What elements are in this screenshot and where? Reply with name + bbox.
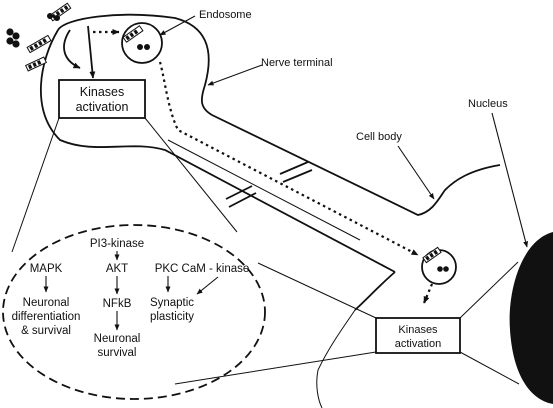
receptor-icon xyxy=(48,2,72,22)
receptor-icon xyxy=(26,34,52,54)
pi3-kinase-label: PI3-kinase xyxy=(90,238,144,250)
dotted-to-kinase-bottom-arrow xyxy=(422,283,434,304)
nucleus-shape xyxy=(509,232,553,404)
pkc-cam-kinase-label: PKC CaM - kinase xyxy=(155,263,250,275)
kinases-activation-label: activation xyxy=(395,338,441,350)
kinases-activation-box-bottom: Kinases activation xyxy=(375,317,461,354)
zoom-line xyxy=(174,351,377,385)
endosome-pointer-arrow xyxy=(159,15,196,36)
kinases-activation-label: activation xyxy=(76,100,129,114)
cell-body-label: Cell body xyxy=(356,131,402,143)
zoom-line xyxy=(459,351,520,385)
receptor-to-kinase-arrow xyxy=(87,25,96,79)
endosome-top xyxy=(121,22,163,64)
receptor-icon xyxy=(25,56,47,72)
signaling-zoom-ellipse xyxy=(2,224,266,400)
kinases-activation-box-top: Kinases activation xyxy=(58,79,146,119)
zoom-line xyxy=(11,117,60,253)
zoom-line xyxy=(144,117,238,233)
neurotrophin-icon xyxy=(437,266,449,272)
neuronal-differentiation-label: & survival xyxy=(21,325,71,337)
synaptic-plasticity-label: plasticity xyxy=(150,311,194,323)
nucleus-label: Nucleus xyxy=(468,98,508,110)
cell-body-pointer-arrow xyxy=(397,145,435,200)
retrograde-transport-arrow xyxy=(158,61,419,256)
nucleus-pointer-arrow xyxy=(491,112,529,248)
endosome-label: Endosome xyxy=(199,9,252,21)
neuronal-survival-label: survival xyxy=(98,347,137,359)
neuronal-differentiation-label: differentiation xyxy=(12,311,81,323)
synaptic-plasticity-label: Synaptic xyxy=(150,297,194,309)
receptor-icon xyxy=(422,246,442,264)
neurotrophin-icon xyxy=(137,44,150,50)
neurotrophin-icon xyxy=(6,28,20,48)
neurotrophin-icon xyxy=(47,13,60,21)
neuronal-survival-label: Neuronal xyxy=(94,333,141,345)
nfkb-label: NFkB xyxy=(103,298,132,310)
akt-label: AKT xyxy=(106,263,128,275)
nerve-terminal-label: Nerve terminal xyxy=(261,57,333,69)
kinases-activation-label: Kinases xyxy=(398,324,438,336)
mapk-label: MAPK xyxy=(30,263,63,275)
nerve-terminal-pointer-arrow xyxy=(207,64,263,86)
pathway-arrow xyxy=(196,276,219,295)
neuronal-differentiation-label: Neuronal xyxy=(23,297,70,309)
kinases-activation-label: Kinases xyxy=(80,85,124,99)
zoom-line xyxy=(459,261,519,319)
receptor-icon xyxy=(122,25,144,43)
internalization-arrow xyxy=(63,29,81,69)
zoom-line xyxy=(257,262,377,319)
